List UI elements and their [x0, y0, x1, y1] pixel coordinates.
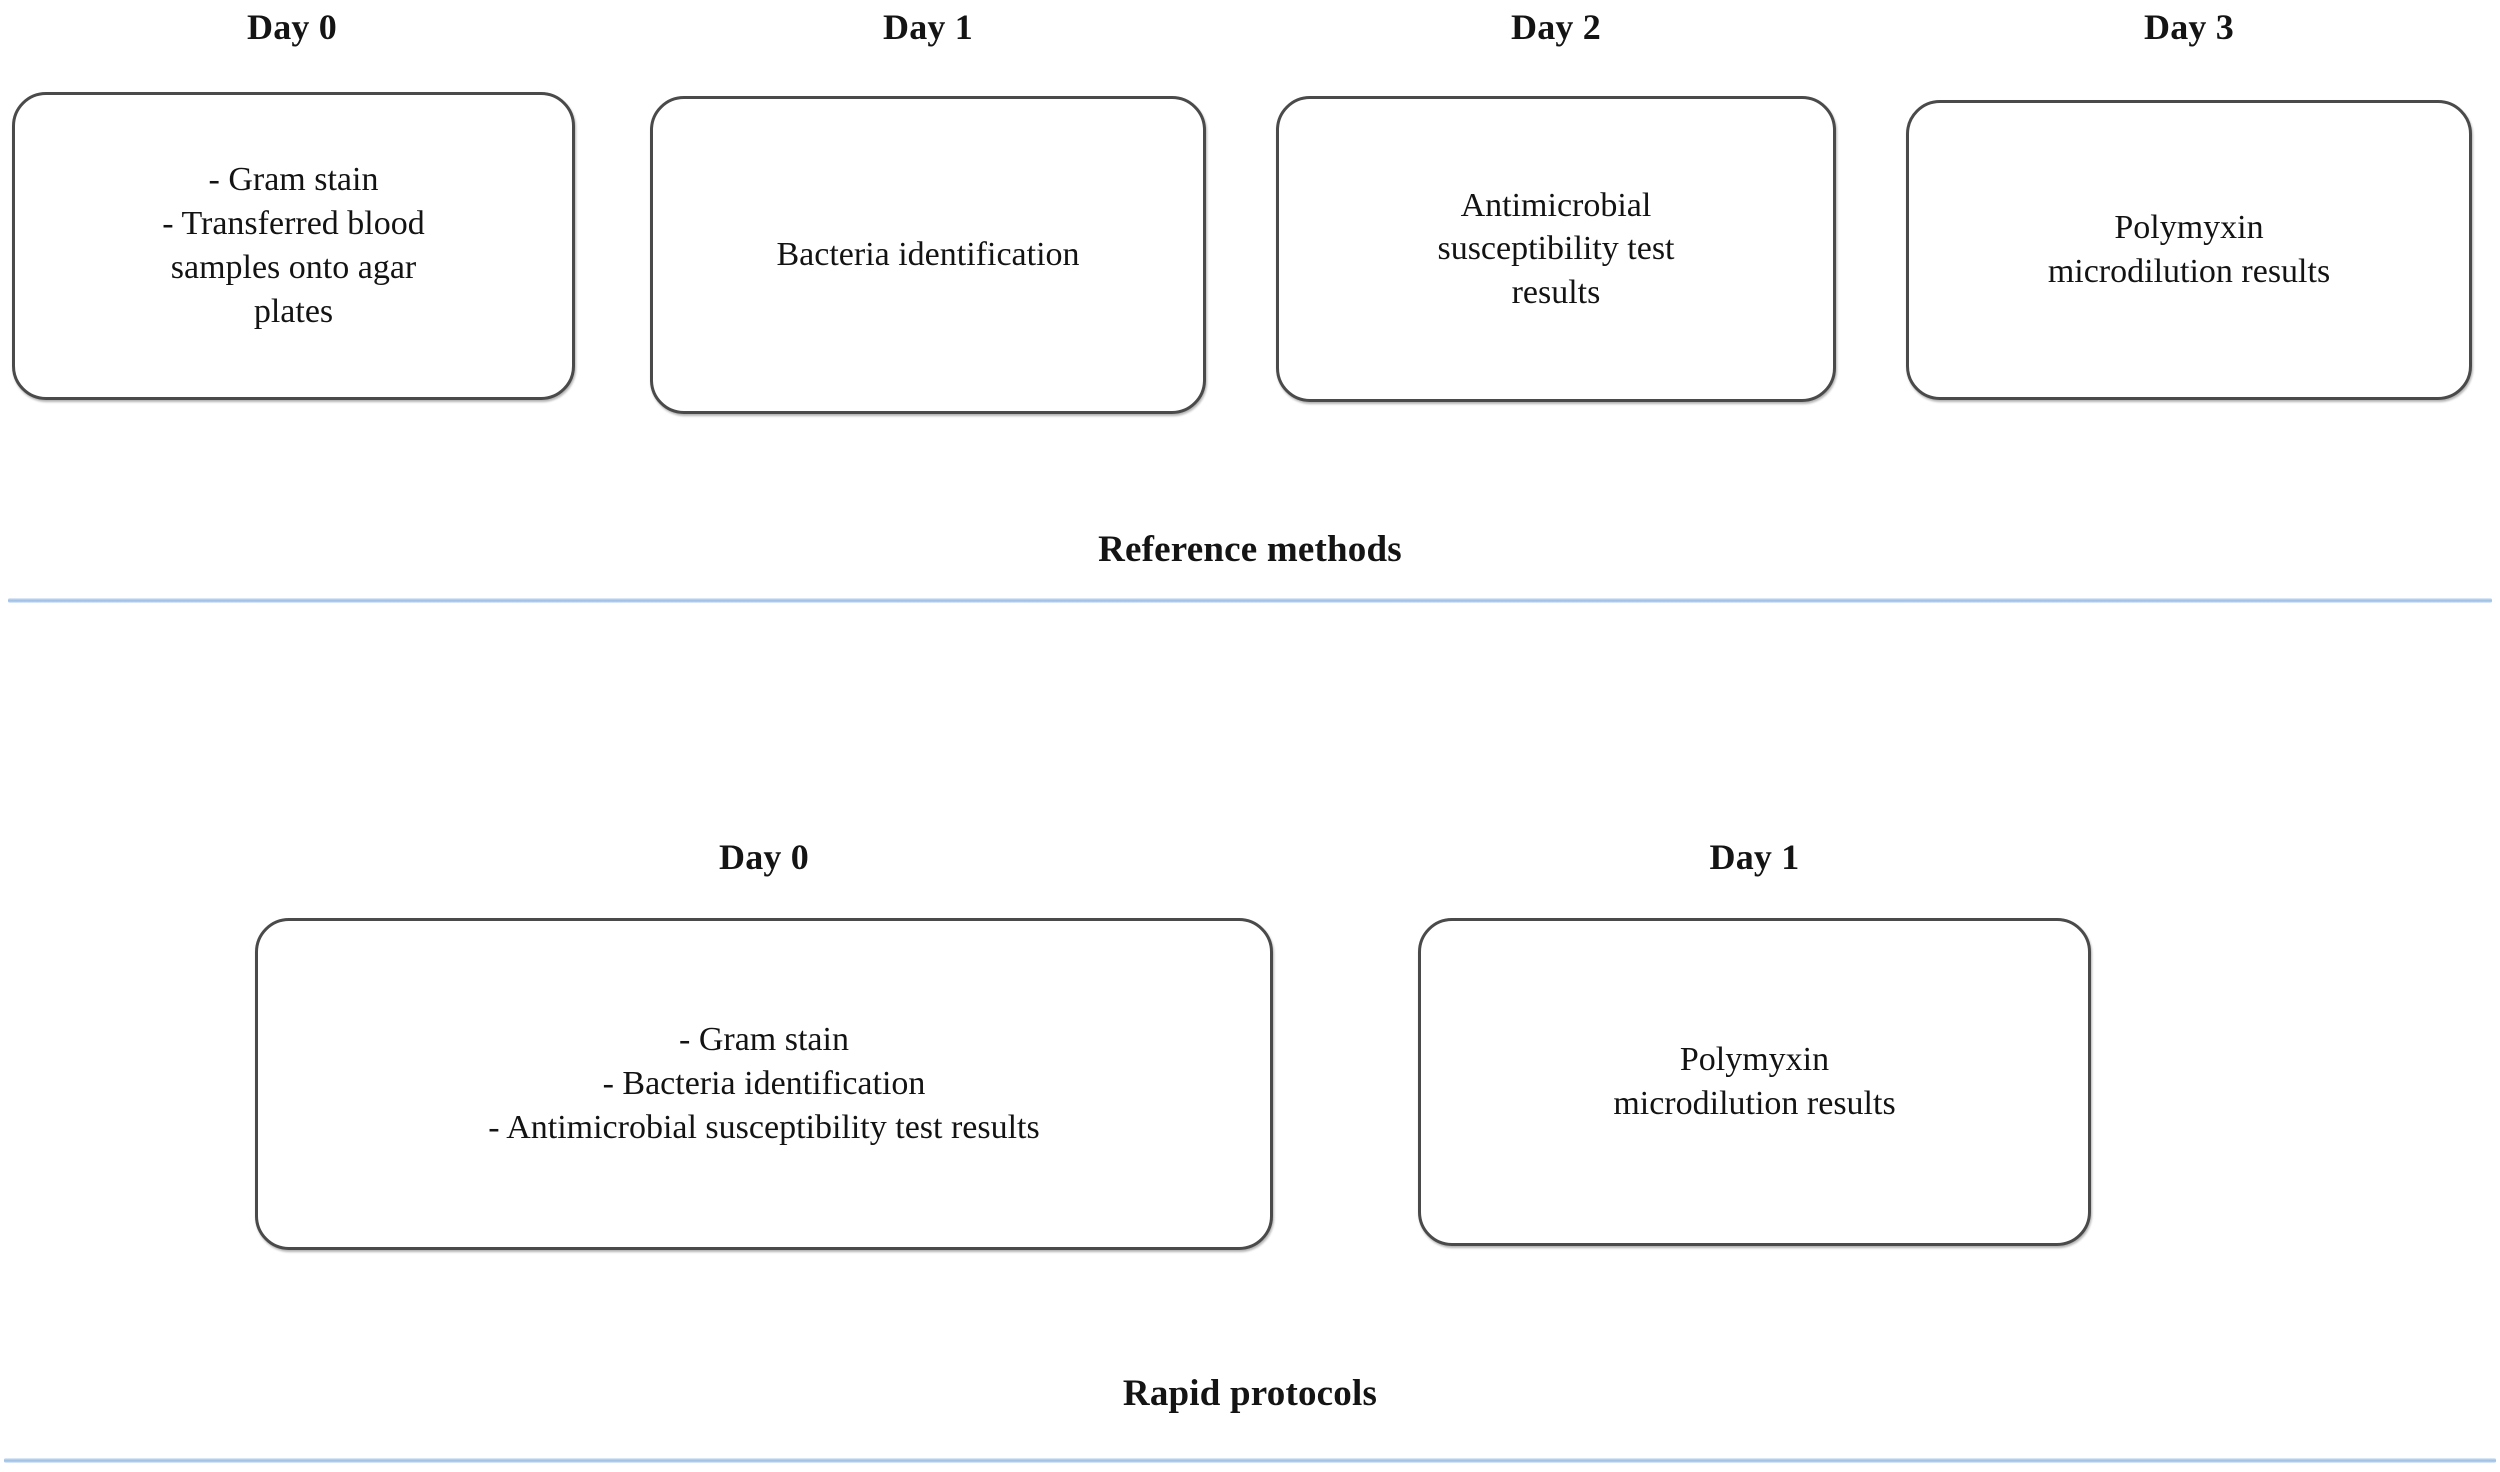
process-box-reference-3-text: Polymyxin microdilution results	[2047, 209, 2331, 290]
section-caption-rapid-protocols: Rapid protocols	[1122, 1373, 1378, 1414]
process-box-reference-0[interactable]: - Gram stain - Transferred blood samples…	[12, 92, 575, 400]
process-box-reference-2-text: Antimicrobial susceptibility test result…	[1437, 186, 1675, 311]
process-box-rapid-1-text: Polymyxin microdilution results	[1613, 1041, 1896, 1122]
day-label-reference-3: Day 3	[2144, 7, 2234, 47]
day-label-rapid-1: Day 1	[1709, 837, 1800, 877]
process-box-rapid-0[interactable]: - Gram stain - Bacteria identification -…	[255, 918, 1273, 1250]
process-box-reference-1-text: Bacteria identification	[776, 235, 1080, 273]
section-divider-rapid-protocols	[4, 1458, 2496, 1463]
process-box-rapid-1[interactable]: Polymyxin microdilution results	[1418, 918, 2091, 1246]
day-label-rapid-0: Day 0	[719, 837, 809, 877]
day-label-reference-1: Day 1	[883, 7, 973, 47]
section-divider-reference-methods	[8, 598, 2492, 603]
process-box-reference-3[interactable]: Polymyxin microdilution results	[1906, 100, 2472, 400]
day-label-reference-2: Day 2	[1511, 7, 1601, 47]
process-box-reference-0-text: - Gram stain - Transferred blood samples…	[162, 160, 425, 331]
process-box-reference-1[interactable]: Bacteria identification	[650, 96, 1206, 414]
day-label-reference-0: Day 0	[247, 7, 337, 47]
section-caption-reference-methods: Reference methods	[1098, 529, 1402, 570]
process-box-reference-2[interactable]: Antimicrobial susceptibility test result…	[1276, 96, 1836, 402]
process-box-rapid-0-text: - Gram stain - Bacteria identification -…	[488, 1020, 1040, 1147]
